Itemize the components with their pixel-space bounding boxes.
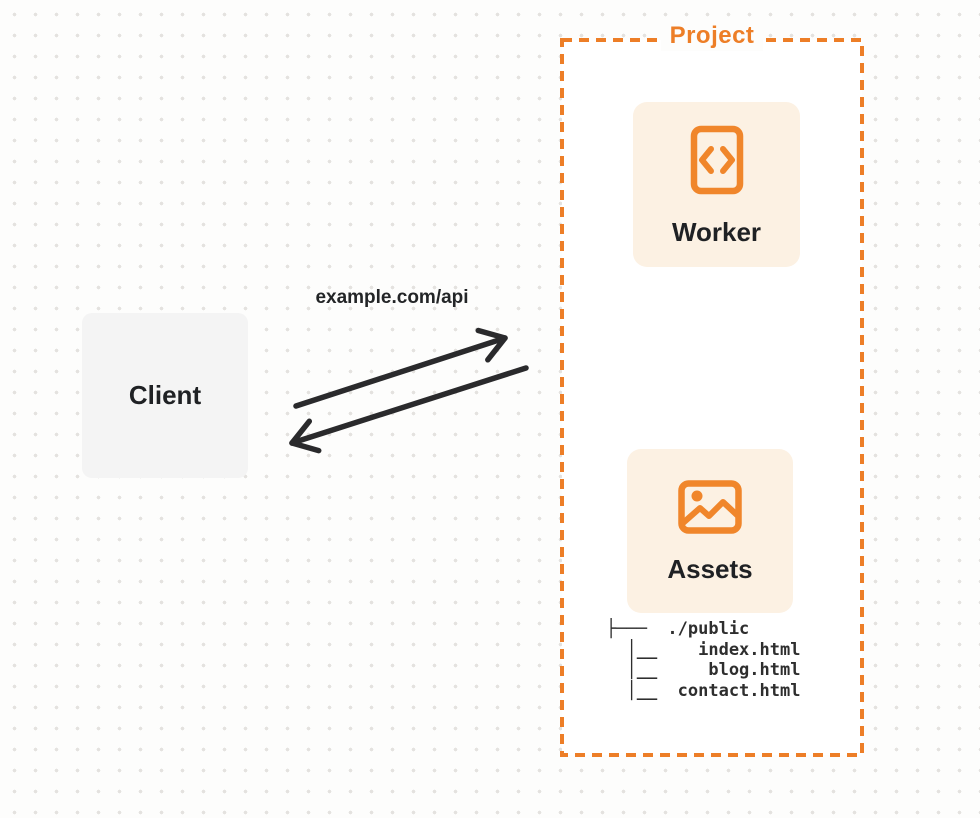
request-url-label: example.com/api [315,287,469,308]
assets-label: Assets [667,554,753,584]
client-node: Client [82,313,248,478]
project-label-wrap: Project [562,21,862,54]
code-file-icon [690,125,744,195]
worker-label: Worker [671,216,762,247]
worker-node: Worker [633,102,800,267]
file-tree-line: │__ index.html [606,639,801,660]
project-label: Project [660,21,764,51]
response-arrow-line [289,365,529,454]
file-tree-root-line: ├─── ./public [606,619,750,639]
file-tree-line: │__ contact.html [606,680,801,701]
request-arrow-line [293,327,508,409]
file-tree: ├─── ./public │__ index.html │__ blog.ht… [606,619,800,701]
image-icon [678,480,742,534]
file-tree-line: │__ blog.html [606,660,801,681]
assets-node: Assets [627,449,793,613]
client-label: Client [128,380,202,410]
